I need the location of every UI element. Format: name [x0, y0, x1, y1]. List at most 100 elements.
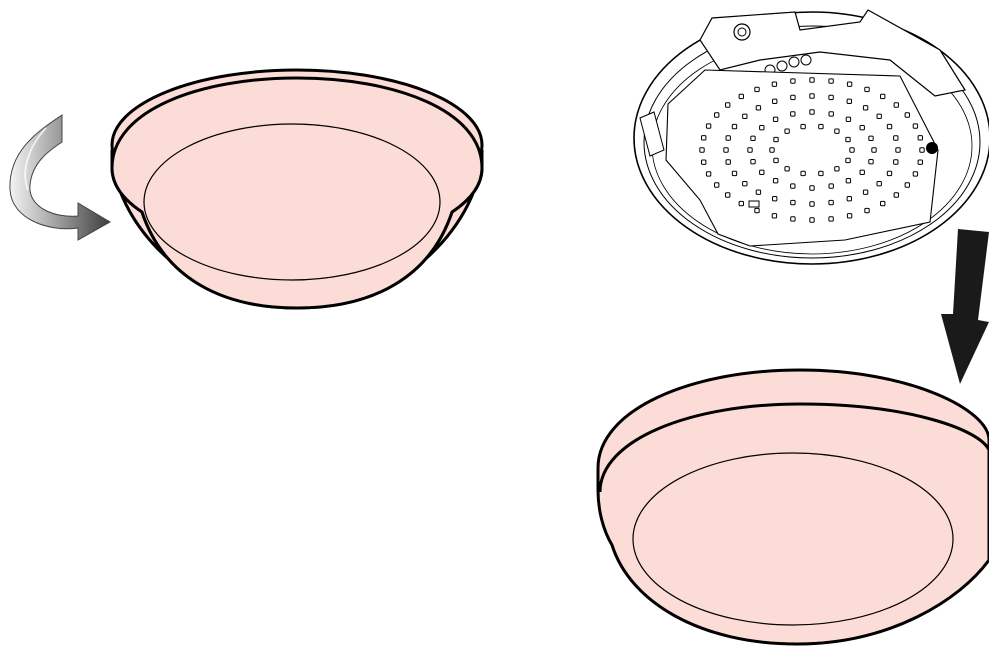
led-dot	[863, 190, 867, 194]
led-dot	[829, 79, 833, 83]
led-dot	[726, 136, 730, 140]
led-dot	[801, 124, 805, 128]
led-dot	[894, 136, 898, 140]
led-dot	[819, 124, 823, 128]
cover-right-lens-ring	[633, 453, 953, 625]
led-dot	[785, 167, 789, 171]
led-dot	[877, 182, 881, 186]
led-dot	[865, 208, 869, 212]
led-dot	[894, 103, 898, 107]
led-dot	[835, 129, 839, 133]
led-dot	[829, 112, 833, 116]
led-dot	[770, 148, 774, 152]
led-dot	[810, 110, 814, 114]
led-dot	[748, 148, 752, 152]
led-dot	[726, 103, 730, 107]
led-dot	[810, 186, 814, 190]
led-dot	[829, 200, 833, 204]
led-dot	[791, 79, 795, 83]
led-dot	[913, 124, 917, 128]
led-dot	[877, 114, 881, 118]
led-dot	[791, 200, 795, 204]
led-dot	[751, 160, 755, 164]
led-dot	[773, 117, 777, 121]
led-dot	[905, 113, 909, 117]
led-dot	[860, 126, 864, 130]
led-dot	[760, 170, 764, 174]
led-dot	[773, 179, 777, 183]
led-dot	[801, 171, 805, 175]
detector-cover-right	[598, 370, 989, 644]
led-dot	[791, 112, 795, 116]
down-arrow-icon	[941, 229, 989, 384]
led-dot	[860, 170, 864, 174]
led-dot	[702, 136, 706, 140]
led-dot	[700, 148, 704, 152]
led-dot	[756, 106, 760, 110]
led-dot	[810, 218, 814, 222]
led-dot	[829, 184, 833, 188]
led-dot	[739, 201, 743, 205]
led-dot	[726, 193, 730, 197]
led-dot	[791, 95, 795, 99]
led-dot	[847, 82, 851, 86]
led-dot	[772, 214, 776, 218]
led-dot	[846, 179, 850, 183]
led-dot	[881, 201, 885, 205]
led-dot	[785, 129, 789, 133]
detector-base-plate	[634, 10, 989, 264]
led-dot	[702, 160, 706, 164]
led-dot	[881, 94, 885, 98]
led-dot	[829, 217, 833, 221]
led-dot	[791, 217, 795, 221]
led-dot	[810, 202, 814, 206]
led-dot	[846, 117, 850, 121]
led-dot	[847, 214, 851, 218]
base-screw-hole	[734, 24, 750, 40]
led-dot	[819, 171, 823, 175]
led-dot	[835, 167, 839, 171]
led-dot	[715, 183, 719, 187]
led-dot	[726, 160, 730, 164]
led-dot	[715, 113, 719, 117]
led-dot	[869, 136, 873, 140]
led-dot	[918, 160, 922, 164]
led-dot	[913, 172, 917, 176]
led-dot	[774, 137, 778, 141]
led-dot	[756, 190, 760, 194]
led-dot	[751, 136, 755, 140]
base-indicator	[926, 142, 938, 154]
led-dot	[810, 94, 814, 98]
led-dot	[872, 148, 876, 152]
led-dot	[774, 158, 778, 162]
led-dot	[829, 95, 833, 99]
cover-left-lens-ring	[144, 124, 440, 280]
led-dot	[732, 124, 736, 128]
led-dot	[894, 160, 898, 164]
led-dot	[743, 114, 747, 118]
detector-cover-left	[112, 70, 482, 308]
led-dot	[706, 124, 710, 128]
led-dot	[755, 208, 759, 212]
led-dot	[887, 171, 891, 175]
led-dot	[865, 87, 869, 91]
led-dot	[896, 148, 900, 152]
led-dot	[773, 197, 777, 201]
led-dot	[894, 193, 898, 197]
led-dot	[810, 78, 814, 82]
led-dot	[846, 137, 850, 141]
led-dot	[732, 171, 736, 175]
led-dot	[918, 136, 922, 140]
led-dot	[920, 148, 924, 152]
led-dot	[755, 87, 759, 91]
led-dot	[847, 99, 851, 103]
led-dot	[760, 126, 764, 130]
led-dot	[863, 106, 867, 110]
led-dot	[772, 82, 776, 86]
led-dot	[905, 183, 909, 187]
led-dot	[869, 160, 873, 164]
led-dot	[846, 158, 850, 162]
led-dot	[791, 184, 795, 188]
led-dot	[847, 197, 851, 201]
